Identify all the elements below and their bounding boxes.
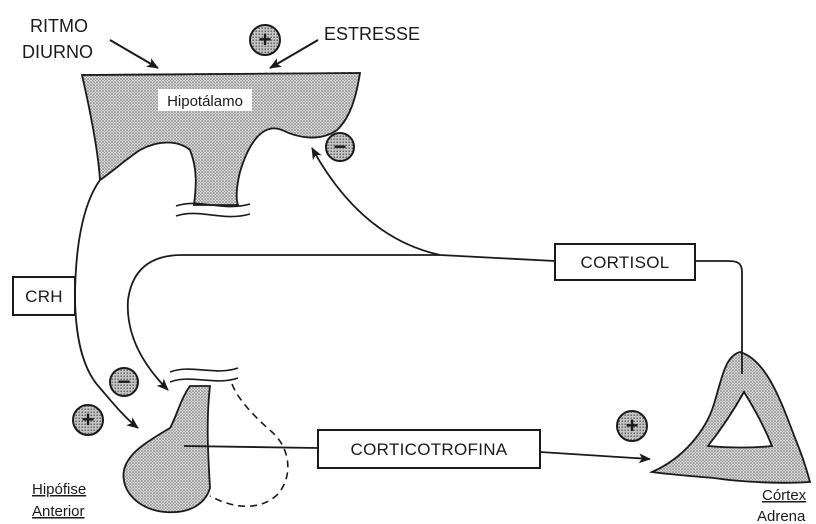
svg-text:+: + — [259, 27, 272, 52]
plus-sign-crh: + — [73, 405, 103, 435]
crh-label: CRH — [25, 287, 63, 306]
cortex-label-line1: Córtex — [762, 487, 807, 504]
svg-text:+: + — [626, 413, 639, 438]
hipotalamo-label: Hipotálamo — [167, 93, 243, 110]
plus-sign-corticotrofina: + — [617, 411, 647, 441]
cortisol-box: CORTISOL — [555, 244, 695, 280]
ritmo-label-line1: RITMO — [30, 16, 88, 36]
plus-sign-estresse: + — [250, 25, 280, 55]
hipofise-label-line1: Hipófise — [32, 481, 86, 498]
anterior-pituitary-shape — [123, 386, 210, 512]
svg-text:−: − — [334, 134, 347, 159]
corticotrofina-label: CORTICOTROFINA — [351, 440, 508, 459]
arrow-ritmo-to-hypothalamus — [110, 40, 158, 68]
posterior-pituitary-outline — [210, 384, 288, 506]
minus-sign-hypothalamus-feedback: − — [326, 133, 354, 161]
cortisol-line-to-branch — [440, 255, 555, 261]
cortisol-label: CORTISOL — [581, 253, 670, 272]
crh-box: CRH — [13, 277, 75, 315]
adrenal-cortex-shape — [652, 352, 810, 483]
ritmo-label-line2: DIURNO — [22, 42, 93, 62]
hipofise-label-line2: Anterior — [32, 503, 85, 520]
cortex-label-line2: Adrena — [757, 508, 806, 524]
corticotrofina-box: CORTICOTROFINA — [318, 430, 540, 468]
stalk-break-top — [176, 203, 250, 216]
minus-sign-pituitary-feedback: − — [110, 368, 138, 396]
svg-text:−: − — [118, 369, 131, 394]
stalk-break-bottom — [170, 368, 238, 382]
svg-text:+: + — [82, 407, 95, 432]
estresse-label: ESTRESSE — [324, 24, 420, 44]
arrow-cortisol-feedback-hypothalamus — [312, 148, 440, 255]
arrow-corticotrofina-to-adrenal — [540, 452, 650, 459]
